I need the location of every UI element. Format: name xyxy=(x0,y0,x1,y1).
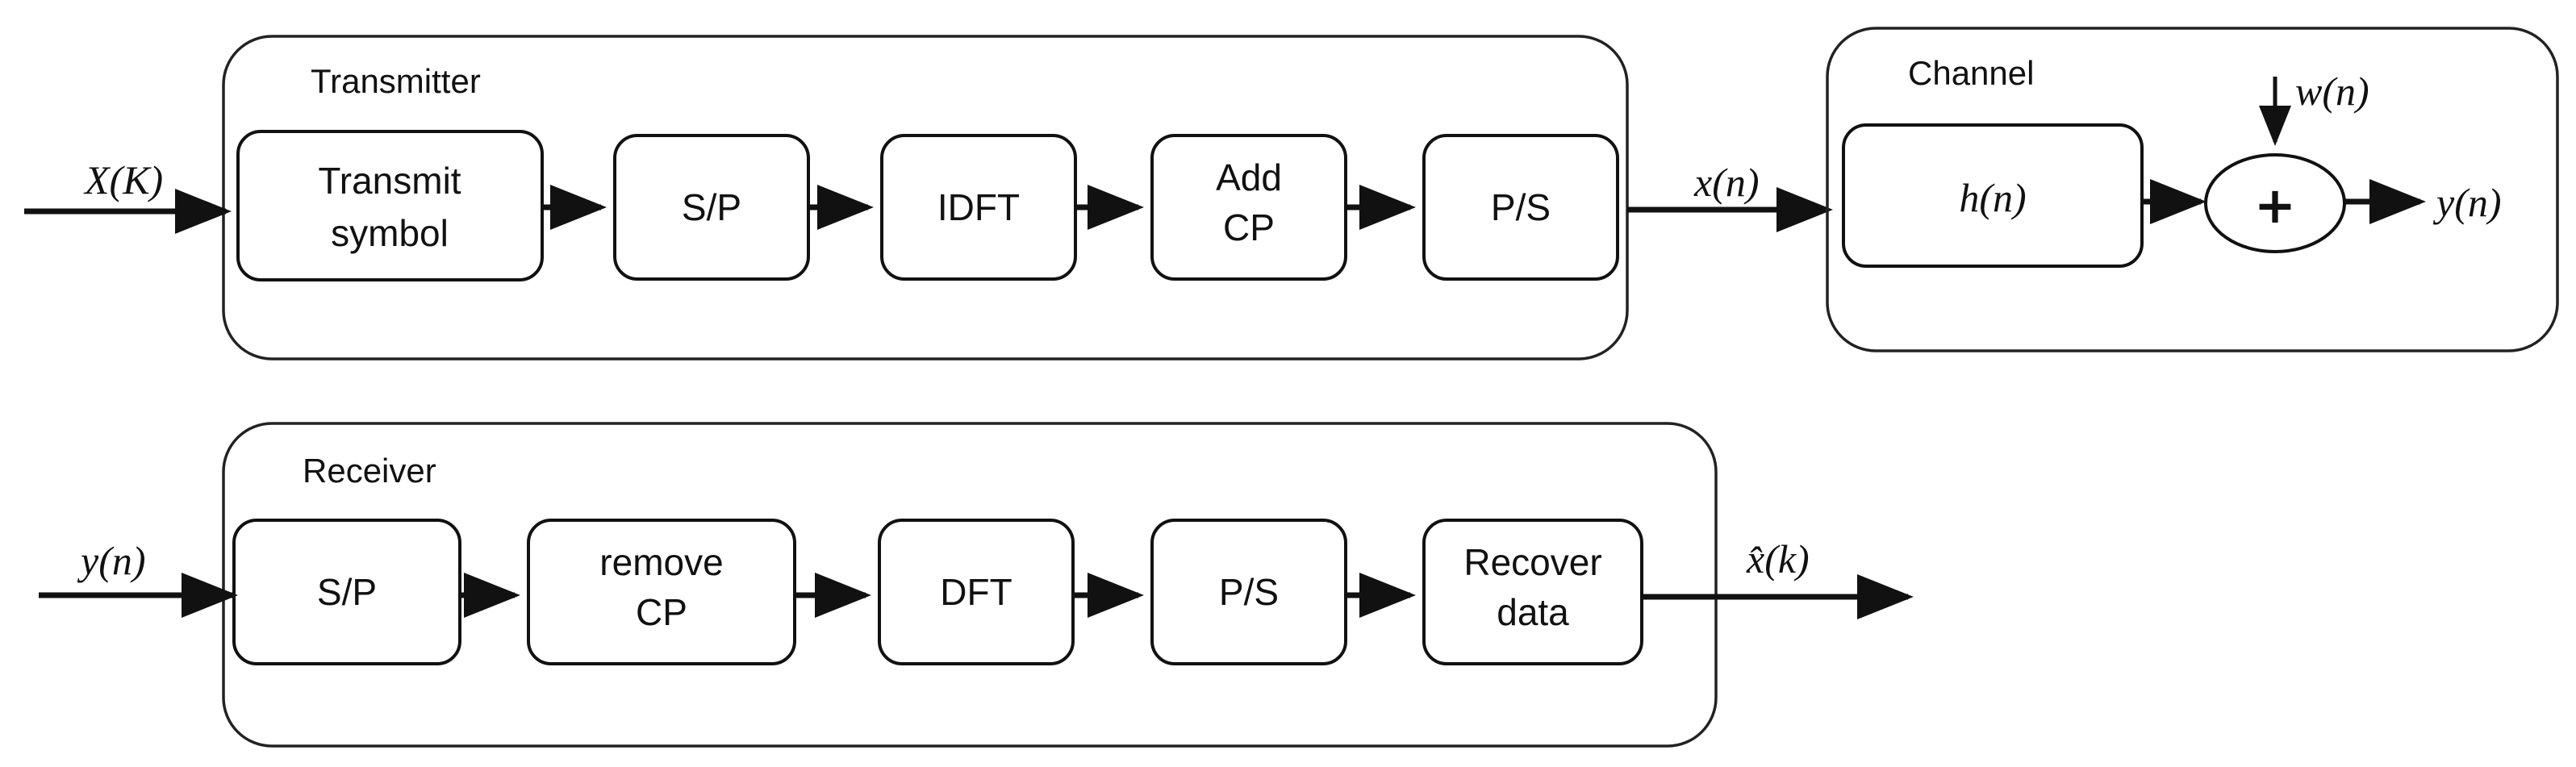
idft-label: IDFT xyxy=(937,186,1020,228)
adder-node: + xyxy=(2204,153,2346,253)
idft-block: IDFT xyxy=(880,134,1077,281)
dft-block: DFT xyxy=(878,519,1075,665)
channel-filter-block: h(n) xyxy=(1842,123,2144,268)
recover-data-line-2: data xyxy=(1497,591,1569,633)
rx-output-label: x̂(k) xyxy=(1746,536,1810,582)
noise-label: w(n) xyxy=(2295,69,2369,114)
tx-ps-label: P/S xyxy=(1491,186,1551,228)
remove-cp-line-2: CP xyxy=(636,591,687,633)
remove-cp-block: remove CP xyxy=(527,519,796,665)
tx-ps-block: P/S xyxy=(1422,134,1619,281)
tx-sp-label: S/P xyxy=(682,186,741,228)
tx-input-label: X(K) xyxy=(83,157,163,202)
tx-sp-block: S/P xyxy=(613,134,810,281)
channel-group xyxy=(1826,27,2559,352)
receiver-label: Receiver xyxy=(303,452,436,490)
rx-input-label: y(n) xyxy=(77,538,146,583)
recover-data-line-1: Recover xyxy=(1463,541,1601,583)
rx-sp-block: S/P xyxy=(232,519,461,665)
dft-label: DFT xyxy=(940,571,1012,613)
adder-symbol: + xyxy=(2254,176,2296,235)
recover-data-block: Recover data xyxy=(1422,519,1643,665)
add-cp-line-1: Add xyxy=(1216,156,1282,198)
rx-ps-block: P/S xyxy=(1150,519,1347,665)
add-cp-block: Add CP xyxy=(1150,134,1347,281)
add-cp-line-2: CP xyxy=(1223,206,1275,248)
transmit-symbol-line-1: Transmit xyxy=(318,160,461,202)
rx-sp-label: S/P xyxy=(317,571,377,613)
tx-output-label: x(n) xyxy=(1693,160,1760,205)
channel-output-label: y(n) xyxy=(2432,180,2502,225)
remove-cp-line-1: remove xyxy=(599,541,723,583)
transmitter-label: Transmitter xyxy=(311,62,481,100)
channel-filter-label: h(n) xyxy=(1959,175,2026,220)
channel-label: Channel xyxy=(1908,54,2034,92)
transmit-symbol-line-2: symbol xyxy=(331,212,449,254)
transmit-symbol-block: Transmit symbol xyxy=(236,130,544,281)
rx-ps-label: P/S xyxy=(1219,571,1279,613)
